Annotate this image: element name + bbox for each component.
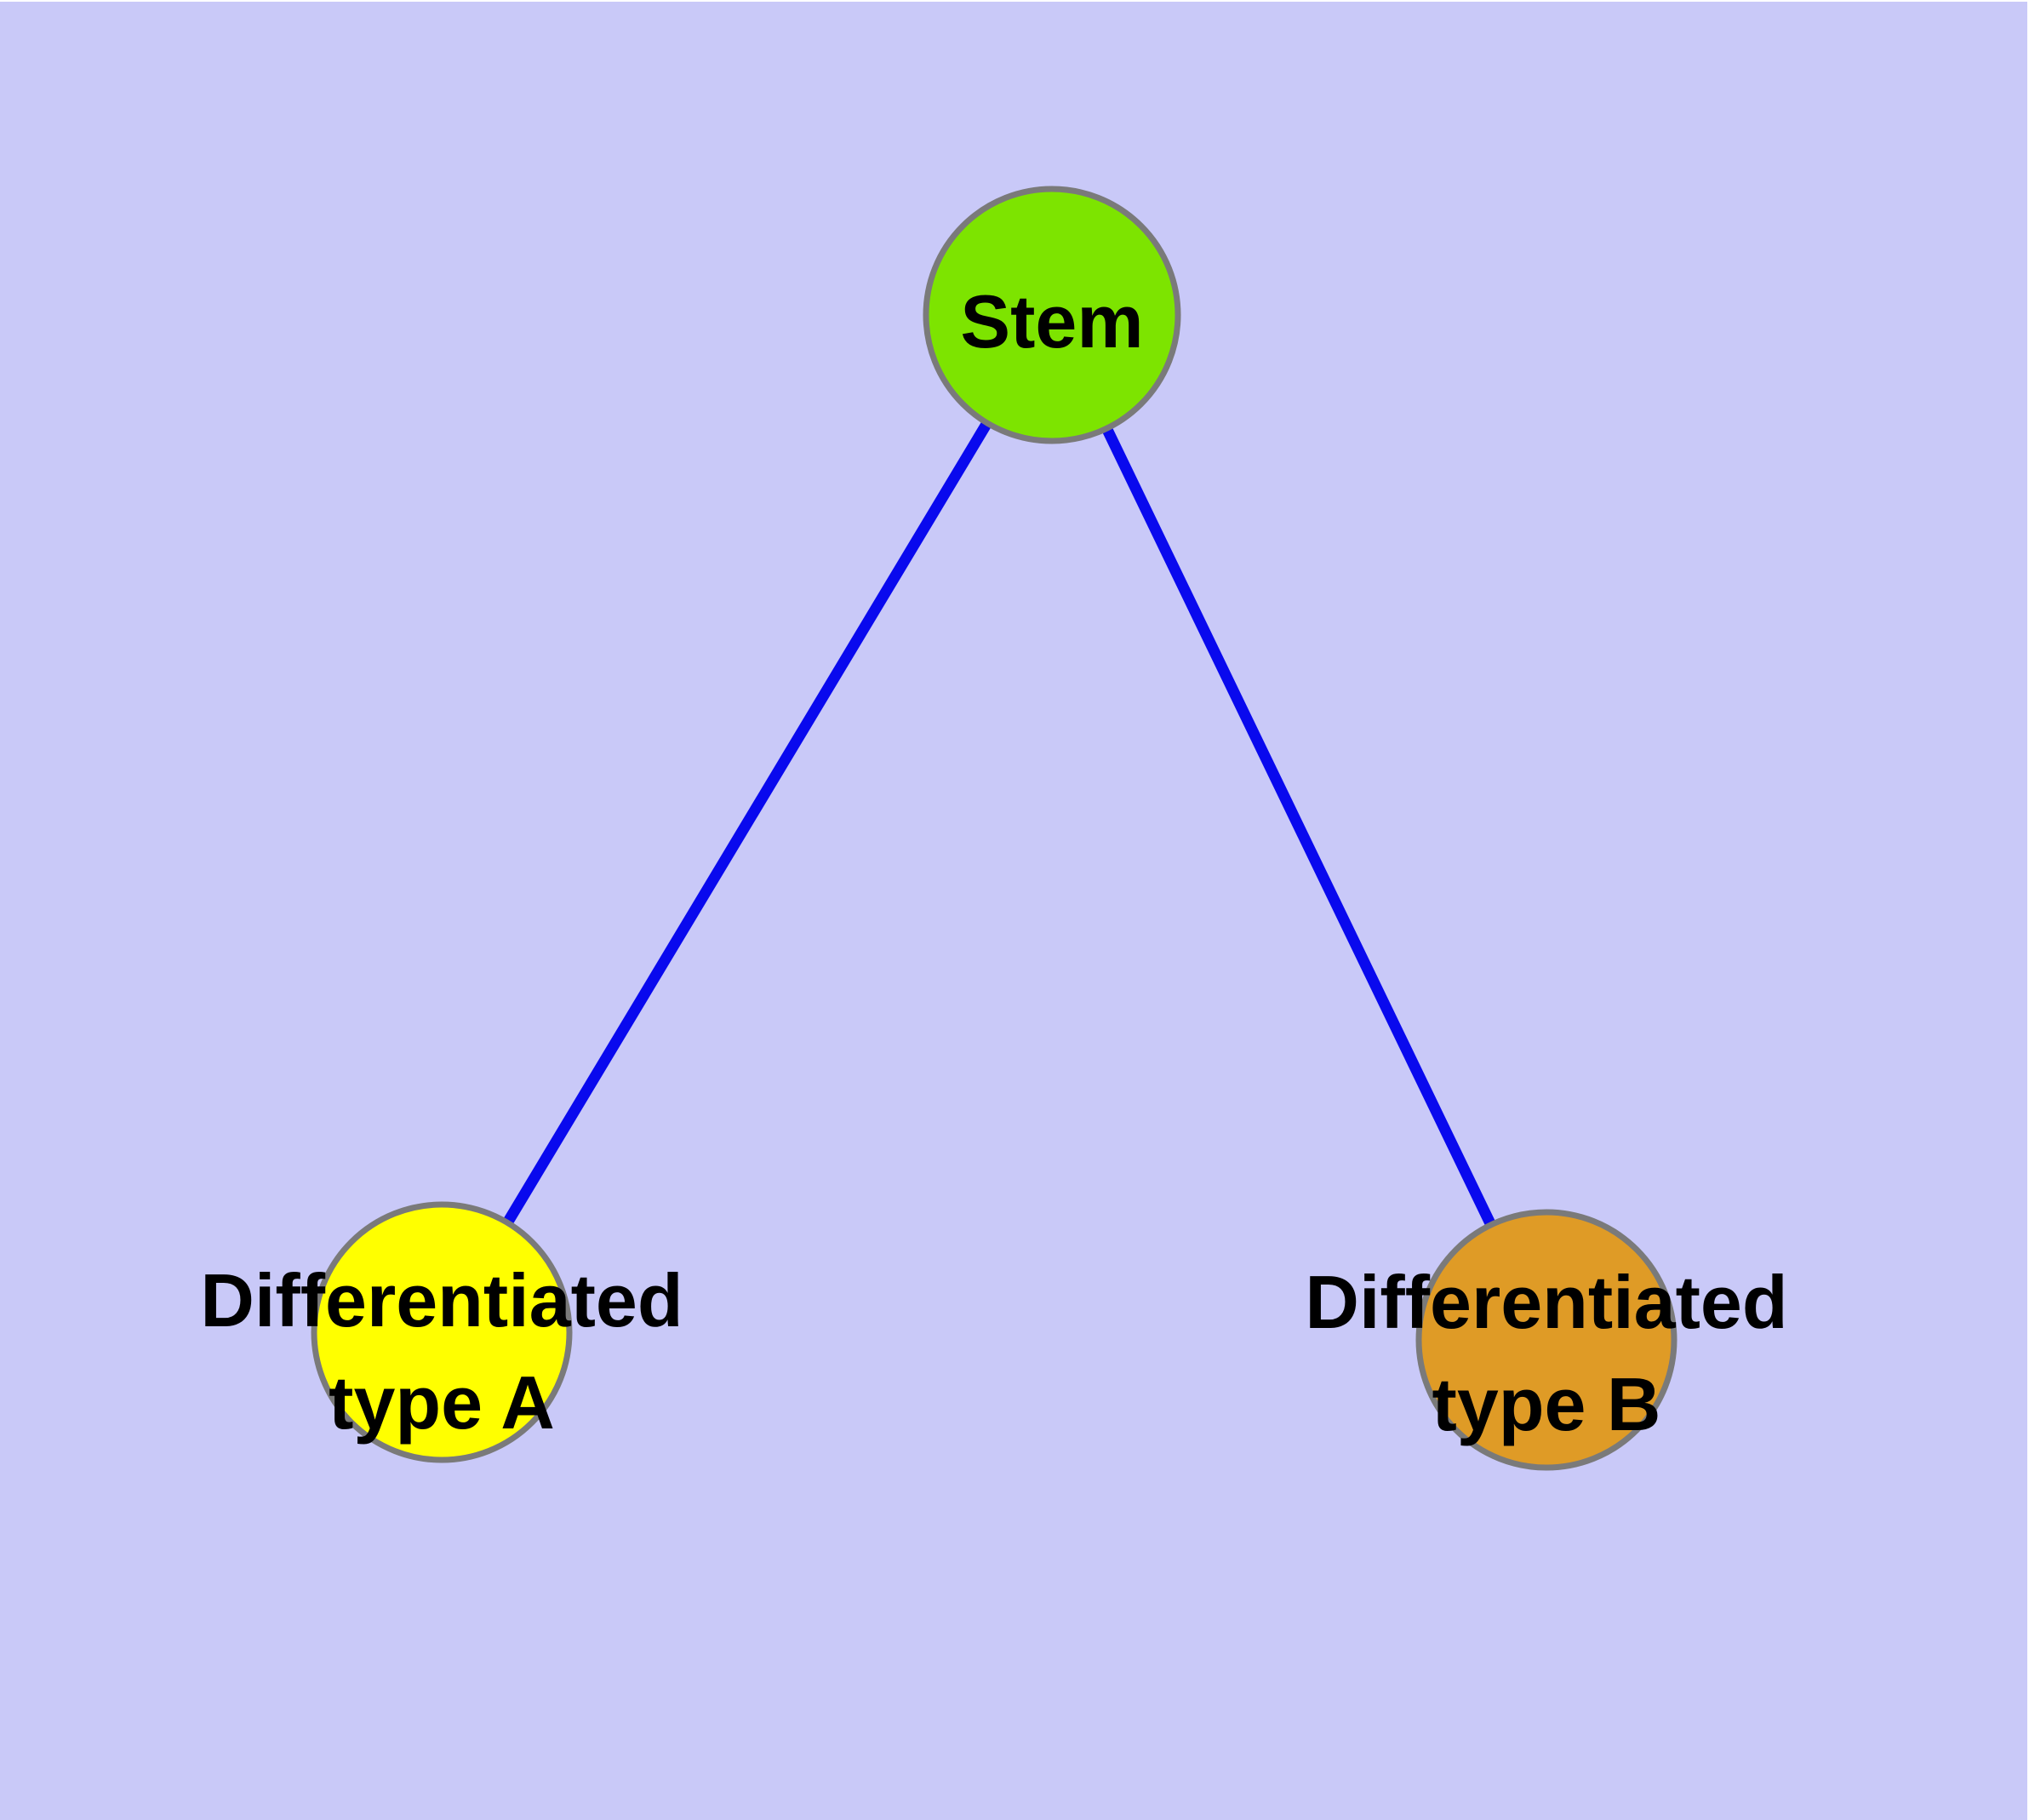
node-type-b-circle: [1415, 1209, 1677, 1471]
edge-stem-to-type-a: [437, 312, 1057, 1336]
node-type-a-label-container: Differentiated type A: [200, 1258, 683, 1445]
node-stem-label-container: Stem: [960, 279, 1144, 363]
node-type-b-label: Differentiated type B: [1305, 1260, 1788, 1446]
edge-stem-to-type-b: [1047, 312, 1552, 1342]
node-type-a-circle: [311, 1201, 573, 1463]
node-type-a-label: Differentiated type A: [200, 1258, 683, 1445]
node-type-b-label-container: Differentiated type B: [1305, 1260, 1788, 1446]
node-stem-circle: [923, 186, 1181, 444]
node-stem-label: Stem: [960, 279, 1144, 363]
